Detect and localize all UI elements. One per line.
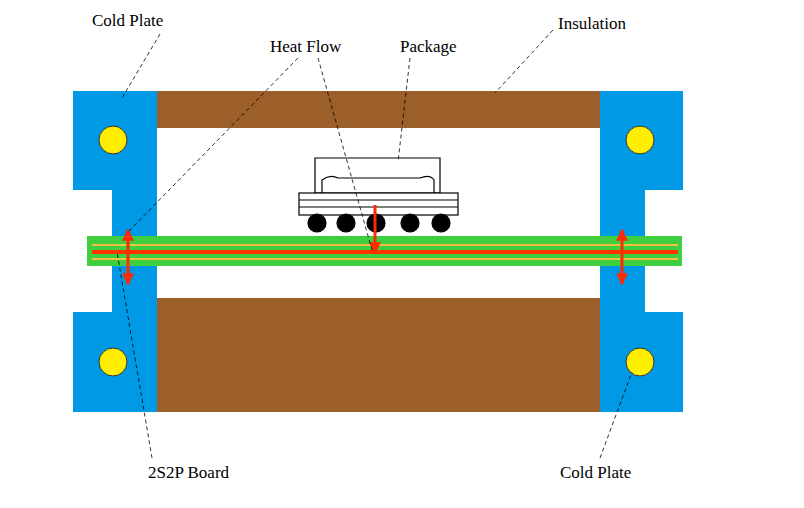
callout-label: Cold Plate (560, 464, 631, 483)
heat-flow-arrows (128, 205, 622, 284)
pcb-board (87, 236, 682, 266)
callout-label: Package (400, 38, 457, 57)
power-plane (92, 250, 678, 254)
package (299, 158, 458, 232)
signal-layer (92, 258, 678, 260)
insulation-top (157, 91, 600, 128)
callout-label: Insulation (558, 15, 626, 34)
callout-label: Cold Plate (92, 12, 163, 31)
signal-layer (92, 244, 678, 246)
leader-lines (117, 30, 632, 458)
cold-plates (73, 91, 683, 412)
insulation-bottom (157, 298, 600, 412)
callout-label: 2S2P Board (148, 464, 229, 483)
callout-label: Heat Flow (270, 38, 341, 57)
